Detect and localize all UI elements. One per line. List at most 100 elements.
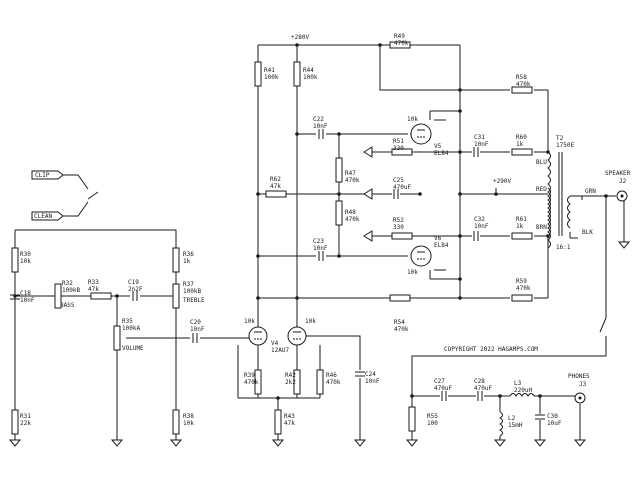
resistor-value: 470k	[345, 216, 360, 223]
ground-symbol	[353, 439, 367, 447]
resistor-value: 330	[393, 224, 404, 231]
resistor-value: 470k	[244, 379, 259, 386]
resistor-ref: R39	[244, 372, 255, 379]
capacitor-ref: C32	[474, 216, 485, 223]
resistor-value: 47k	[270, 183, 281, 190]
resistor-value: 1k	[516, 223, 524, 230]
resistor-ref: R47	[345, 170, 356, 177]
ground-symbol	[493, 439, 507, 447]
resistor-ref: R62	[270, 176, 281, 183]
inductor-ref: L3	[514, 380, 522, 387]
inductor-ref: L2	[508, 415, 516, 422]
capacitor-value: 10nF	[474, 223, 489, 230]
resistor-value: 1k	[516, 141, 524, 148]
resistor-value: 47k	[284, 420, 295, 427]
speaker-jack: SPEAKER J2	[605, 170, 631, 202]
resistor-ref: R54	[394, 319, 405, 326]
ground-symbol	[617, 241, 631, 249]
resistor-value: 22k	[20, 420, 31, 427]
resistor-value: 100kB	[183, 288, 201, 295]
resistor-value: 100k	[303, 74, 318, 81]
ground-symbol	[110, 439, 124, 447]
ground-symbols	[8, 241, 631, 447]
resistor-value: 100kA	[122, 325, 140, 332]
phones-jack-ref: J3	[579, 381, 587, 388]
bass-pot-name: BASS	[60, 302, 75, 309]
resistor-ref: R59	[516, 278, 527, 285]
capacitor-ref: C27	[434, 378, 445, 385]
capacitor-value: 10nF	[190, 326, 205, 333]
resistor-ref: R55	[427, 413, 438, 420]
resistor-value: 100	[427, 420, 438, 427]
capacitor-value: 10nF	[365, 378, 380, 385]
resistor-ref: R60	[516, 134, 527, 141]
bias-arrow	[363, 188, 373, 200]
capacitor-ref: C20	[190, 319, 201, 326]
capacitor-value: 2n2F	[128, 286, 143, 293]
speaker-jack-name: SPEAKER	[605, 170, 631, 177]
copyright-text: COPYRIGHT 2022 HAGAMPS.COM	[444, 346, 538, 353]
resistor-ref: R51	[393, 138, 404, 145]
grid-stopper-value: 10k	[305, 318, 316, 325]
ground-symbol	[405, 439, 419, 447]
capacitor-value: 470uF	[474, 385, 492, 392]
resistor-value: 10k	[20, 258, 31, 265]
capacitor-ref: C19	[128, 279, 139, 286]
resistor-ref: R35	[122, 318, 133, 325]
transformer-ref: T2	[556, 135, 564, 142]
resistor-ref: R43	[284, 413, 295, 420]
capacitor-ref: C18	[20, 290, 31, 297]
speaker-jack-ref: J2	[619, 178, 627, 185]
resistor-ref: R38	[183, 413, 194, 420]
capacitor-value: 10nF	[313, 123, 328, 130]
resistor-ref: R61	[516, 216, 527, 223]
resistor-value: 470k	[326, 379, 341, 386]
treble-pot-name: TREBLE	[183, 297, 205, 304]
grid-stopper-value: 10k	[244, 318, 255, 325]
grid-stopper-value: 10k	[407, 269, 418, 276]
resistor-ref: R37	[183, 281, 194, 288]
resistor-ref: R44	[303, 67, 314, 74]
ground-symbol	[169, 439, 183, 447]
resistor-ref: R32	[62, 280, 73, 287]
capacitor-value: 10nF	[20, 297, 35, 304]
capacitor-ref: C22	[313, 116, 324, 123]
grid-stopper-value: 10k	[407, 116, 418, 123]
transformer-part: 1750E	[556, 142, 574, 149]
resistor-value: 1k	[183, 258, 191, 265]
transformer-ratio: 16:1	[556, 244, 571, 251]
capacitor-ref: C31	[474, 134, 485, 141]
ground-symbol	[8, 439, 22, 447]
tube-ref: V4	[271, 340, 279, 347]
ground-symbol	[271, 439, 285, 447]
